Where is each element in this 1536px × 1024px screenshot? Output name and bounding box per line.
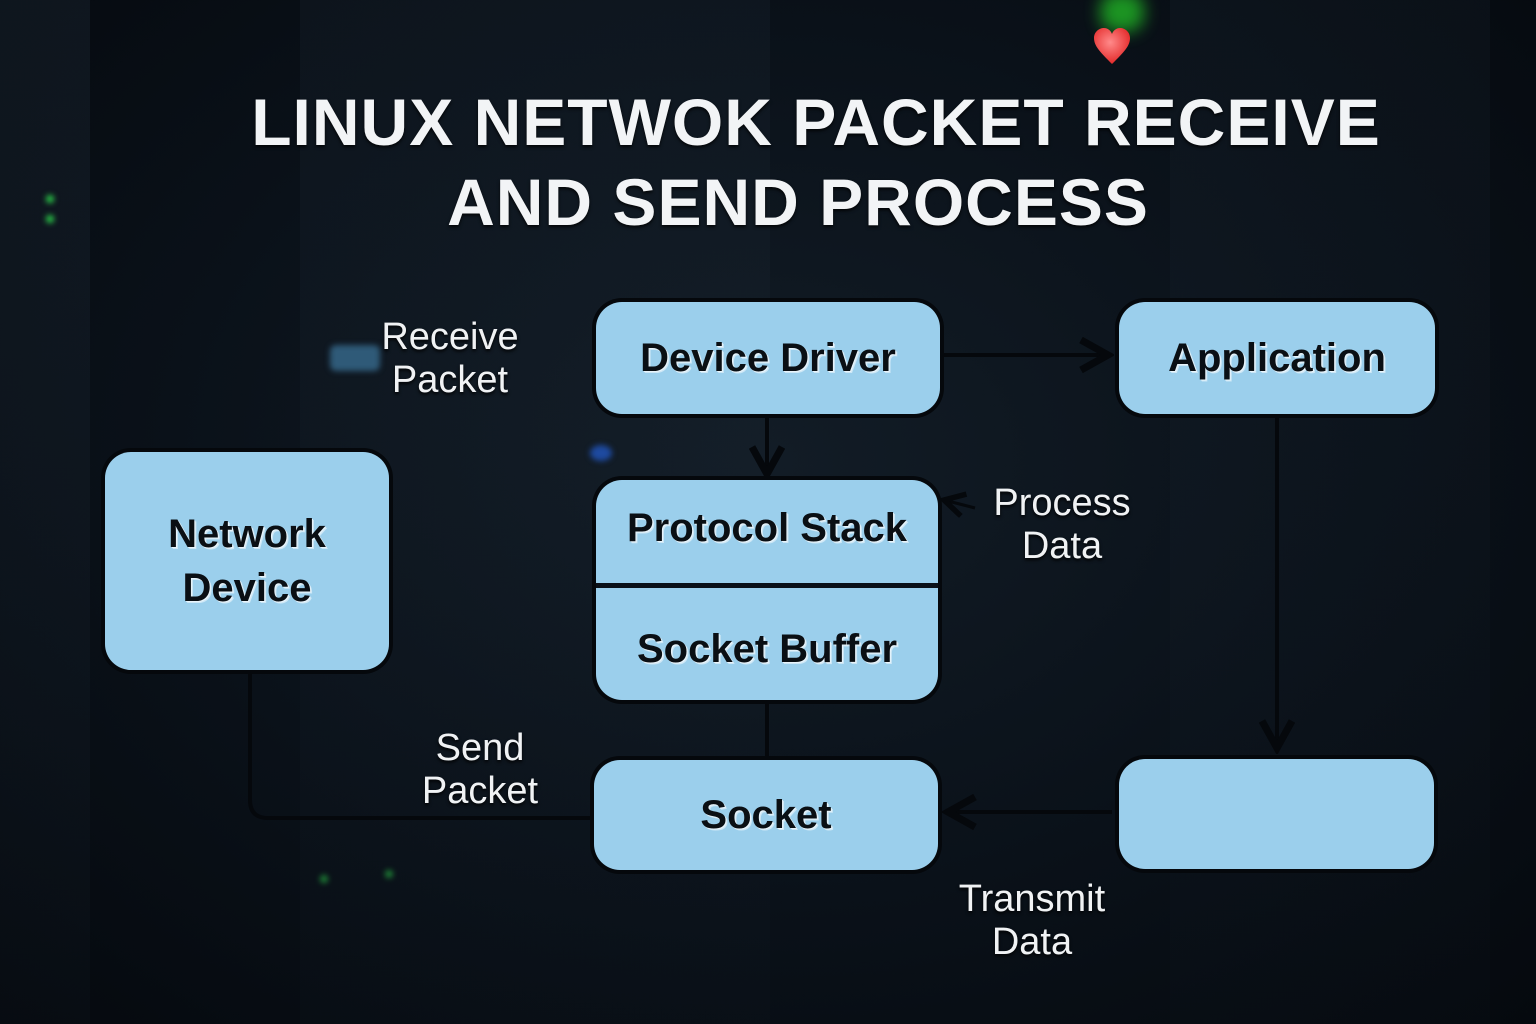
- box-divider: [596, 583, 938, 588]
- title-line-1: LINUX NETWOK PACKET RECEIVE: [251, 85, 1381, 159]
- node-label: Device Driver: [640, 336, 896, 380]
- background-led: [320, 875, 328, 883]
- label-process-data: Process Data: [972, 482, 1152, 567]
- label-line: Data: [1021, 524, 1103, 567]
- background-led: [385, 870, 393, 878]
- label-line: Packet: [421, 769, 539, 812]
- node-label: Device: [182, 566, 312, 610]
- label-line: Transmit: [958, 878, 1106, 920]
- arrow-process-to-protocol: [944, 500, 976, 508]
- background-led: [330, 345, 380, 371]
- node-label-socket-buffer: Socket Buffer: [636, 626, 898, 671]
- node-socket[interactable]: Socket: [594, 760, 938, 870]
- node-label: Socket: [700, 793, 832, 837]
- label-line: Process: [993, 482, 1131, 524]
- green-glow: [1100, 0, 1144, 32]
- node-protocol-stack-socket-buffer[interactable]: Protocol Stack Socket Buffer: [596, 480, 938, 700]
- background-rack-left: [0, 0, 90, 1024]
- line-network-device-to-socket: [248, 670, 592, 820]
- heart-icon: [1094, 28, 1130, 64]
- node-label-protocol-stack: Protocol Stack: [626, 505, 908, 550]
- title-line-2: AND SEND PROCESS: [447, 165, 1149, 239]
- node-unlabeled[interactable]: [1119, 759, 1434, 869]
- node-device-driver[interactable]: Device Driver: [596, 302, 940, 414]
- label-receive-packet: Receive Packet: [360, 316, 540, 401]
- label-line: Send: [435, 727, 525, 769]
- node-label: Network: [168, 512, 326, 556]
- label-send-packet: Send Packet: [390, 727, 570, 812]
- node-network-device[interactable]: Network Device: [105, 452, 389, 670]
- node-label: Application: [1168, 336, 1386, 380]
- label-line: Data: [991, 920, 1073, 963]
- node-application[interactable]: Application: [1119, 302, 1435, 414]
- background-led: [590, 445, 612, 461]
- label-line: Packet: [391, 358, 509, 401]
- label-transmit-data: Transmit Data: [932, 878, 1132, 963]
- background-led: [46, 195, 54, 203]
- background-led: [46, 215, 54, 223]
- label-line: Receive: [381, 316, 519, 358]
